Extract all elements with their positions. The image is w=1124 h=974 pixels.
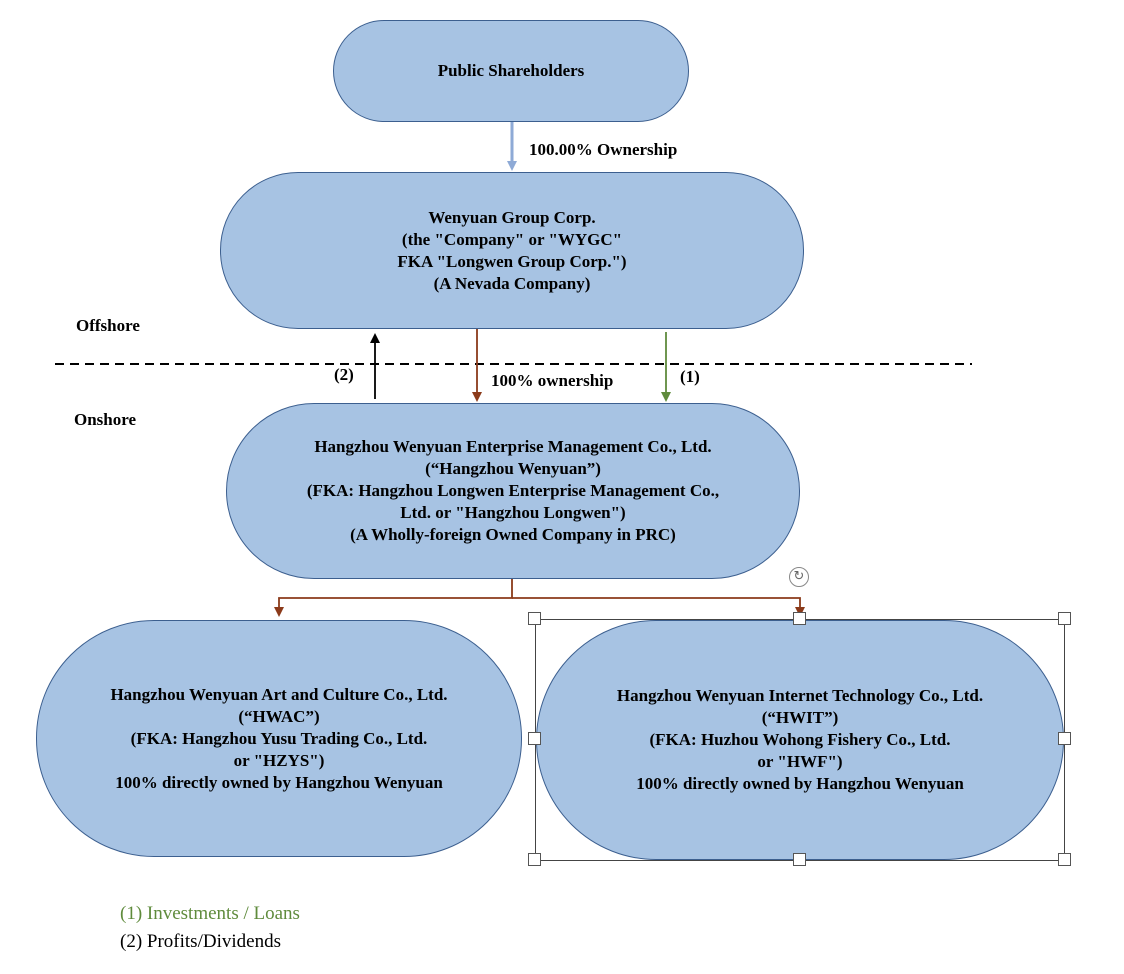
legend-profits-dividends: (2) Profits/Dividends xyxy=(120,931,281,952)
node-hwit[interactable]: Hangzhou Wenyuan Internet Technology Co.… xyxy=(536,620,1064,860)
node-wygc-line: Wenyuan Group Corp. xyxy=(428,207,596,227)
label-marker-1: (1) xyxy=(680,367,700,386)
resize-handle-middle-left[interactable] xyxy=(528,732,541,745)
node-public-shareholders-line: Public Shareholders xyxy=(437,61,585,80)
selection-frame xyxy=(535,619,1065,861)
resize-handle-bottom-right[interactable] xyxy=(1058,853,1071,866)
node-hangzhou-wenyuan: Hangzhou Wenyuan Enterprise Management C… xyxy=(226,403,800,579)
node-hwac-line: or "HZYS") xyxy=(233,750,325,770)
node-wygc: Wenyuan Group Corp. (the "Company" or "W… xyxy=(220,172,804,329)
resize-handle-bottom-middle[interactable] xyxy=(793,853,806,866)
resize-handle-middle-right[interactable] xyxy=(1058,732,1071,745)
node-hwac-line: 100% directly owned by Hangzhou Wenyuan xyxy=(115,772,443,792)
node-hwit-line: or "HWF") xyxy=(757,752,843,771)
node-hwit-line: (“HWIT”) xyxy=(761,708,839,727)
node-hwac-line: (“HWAC”) xyxy=(238,706,320,726)
node-hangzhou-wenyuan-line: Hangzhou Wenyuan Enterprise Management C… xyxy=(314,437,712,456)
node-hwac: Hangzhou Wenyuan Art and Culture Co., Lt… xyxy=(36,620,522,857)
node-wygc-line: (the "Company" or "WYGC" xyxy=(401,229,623,249)
node-wygc-line: (A Nevada Company) xyxy=(433,273,591,293)
node-wygc-line: FKA "Longwen Group Corp.") xyxy=(397,251,627,271)
label-ownership-top: 100.00% Ownership xyxy=(529,140,678,159)
node-hangzhou-wenyuan-line: Ltd. or "Hangzhou Longwen") xyxy=(400,503,626,522)
node-hangzhou-wenyuan-line: (FKA: Hangzhou Longwen Enterprise Manage… xyxy=(306,481,720,500)
node-hwac-line: (FKA: Hangzhou Yusu Trading Co., Ltd. xyxy=(130,728,428,748)
label-onshore: Onshore xyxy=(74,410,137,429)
node-hwit-line: Hangzhou Wenyuan Internet Technology Co.… xyxy=(616,686,984,705)
resize-handle-top-middle[interactable] xyxy=(793,612,806,625)
resize-handle-top-left[interactable] xyxy=(528,612,541,625)
resize-handle-bottom-left[interactable] xyxy=(528,853,541,866)
ownership-connector-hwit xyxy=(512,597,805,617)
node-hwit-line: (FKA: Huzhou Wohong Fishery Co., Ltd. xyxy=(649,730,951,749)
node-hangzhou-wenyuan-line: (A Wholly-foreign Owned Company in PRC) xyxy=(350,525,676,544)
label-ownership-mid: 100% ownership xyxy=(491,371,614,390)
rotate-handle-icon[interactable]: ↻ xyxy=(789,567,809,587)
node-hangzhou-wenyuan-line: (“Hangzhou Wenyuan”) xyxy=(425,459,601,478)
node-hwac-line: Hangzhou Wenyuan Art and Culture Co., Lt… xyxy=(110,684,448,704)
resize-handle-top-right[interactable] xyxy=(1058,612,1071,625)
node-hwit-line: 100% directly owned by Hangzhou Wenyuan xyxy=(636,774,964,793)
label-offshore: Offshore xyxy=(76,316,140,335)
node-public-shareholders: Public Shareholders xyxy=(333,20,689,122)
legend-investments-loans: (1) Investments / Loans xyxy=(120,903,300,924)
label-marker-2: (2) xyxy=(334,365,354,384)
ownership-connector-subsidiaries xyxy=(274,579,513,617)
